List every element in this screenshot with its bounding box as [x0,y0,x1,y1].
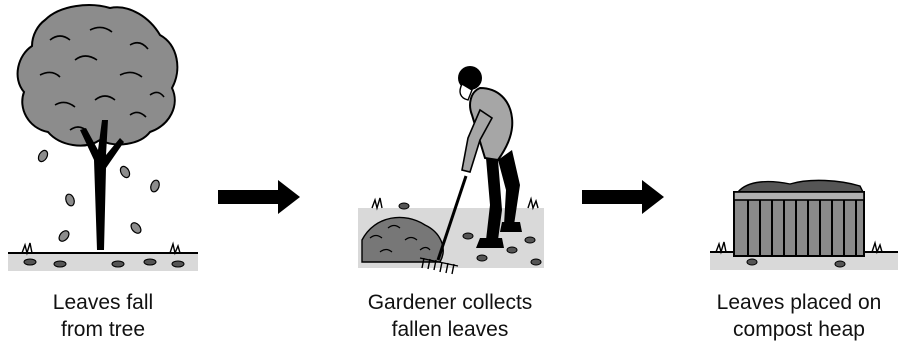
gardener-raking-icon [358,66,544,274]
tree-foliage [18,5,178,145]
right-arrow-icon [218,180,300,214]
right-arrow-icon [582,180,664,214]
caption-line: compost heap [694,316,904,343]
caption-line: from tree [8,316,198,343]
compost-heap-icon [710,180,898,270]
caption-line: Gardener collects [340,289,560,316]
step-caption-gardener: Gardener collects fallen leaves [340,289,560,343]
gardener-trousers [486,158,502,240]
caption-line: Leaves placed on [694,289,904,316]
step-caption-tree: Leaves fall from tree [8,289,198,343]
gardener-boot [476,238,504,248]
tree-icon [8,5,198,271]
caption-line: Leaves fall [8,289,198,316]
caption-line: fallen leaves [340,316,560,343]
step-caption-compost: Leaves placed on compost heap [694,289,904,343]
